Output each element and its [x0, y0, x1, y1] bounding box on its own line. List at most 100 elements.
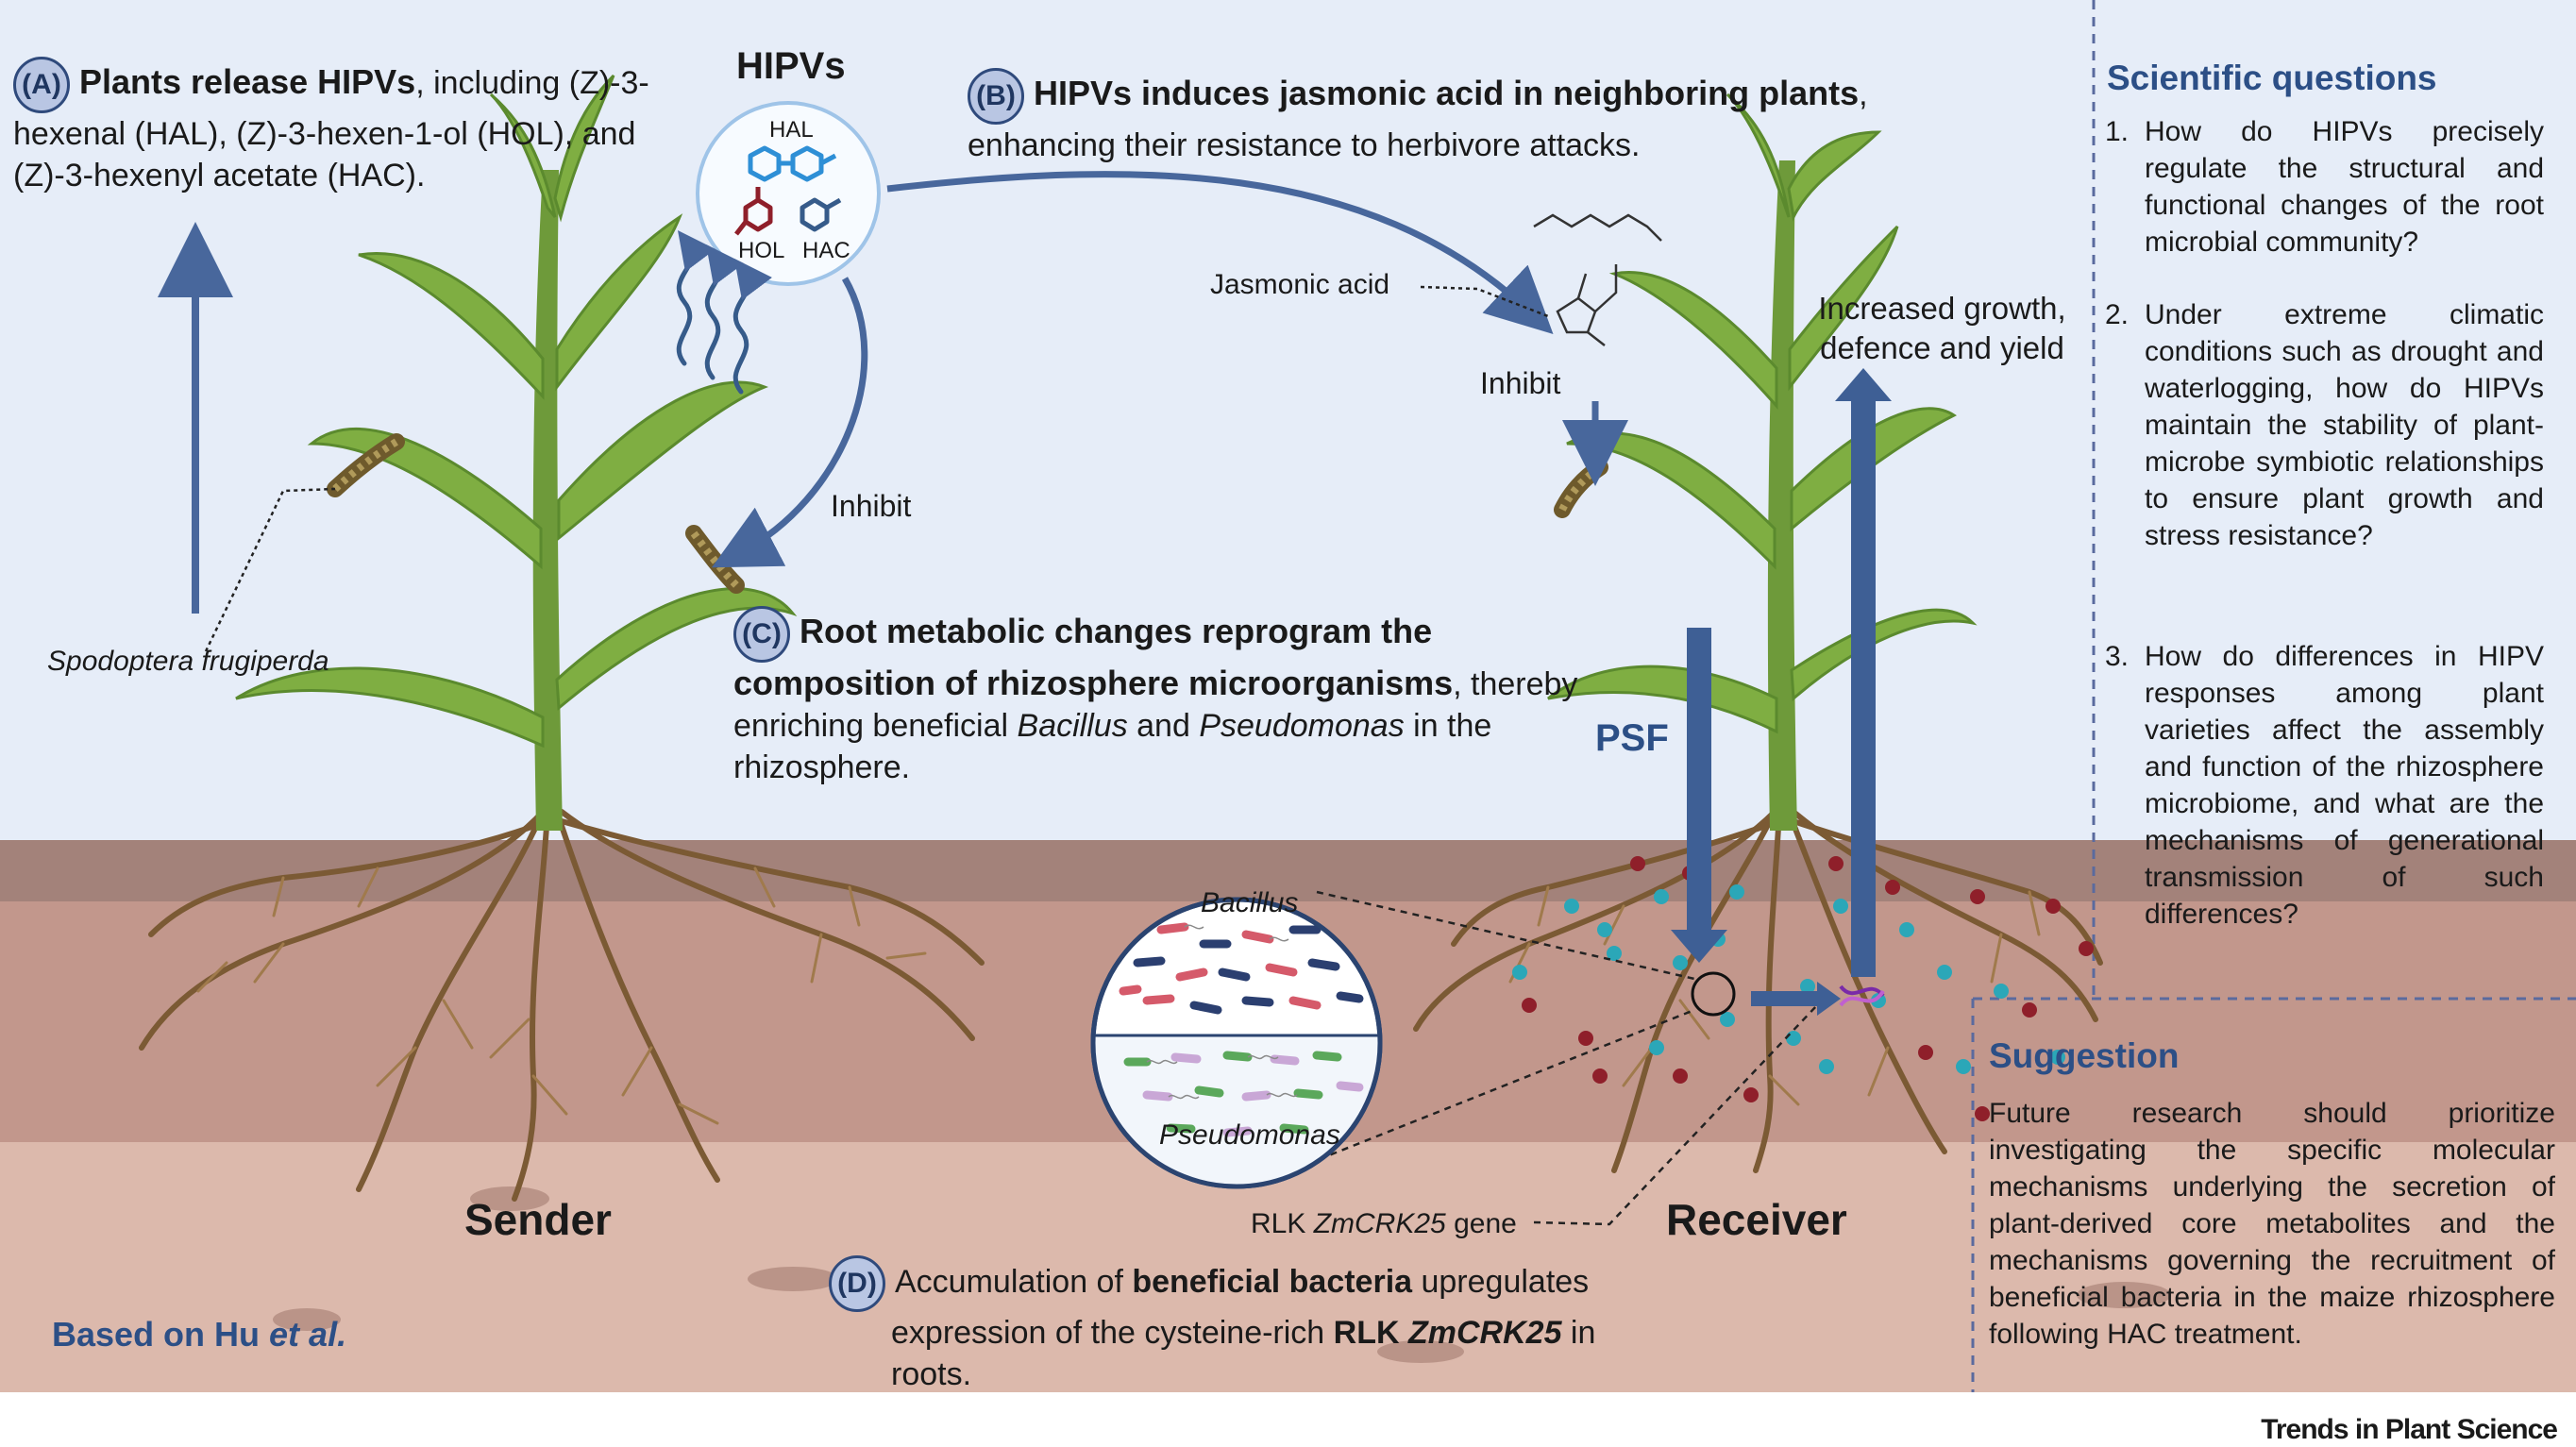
question-item: 2. Under extreme climatic conditions suc…: [2105, 296, 2544, 638]
psf-up-arrow-head: [1835, 368, 1892, 401]
panel-b-title: HIPVs induces jasmonic acid in neighbori…: [1034, 73, 1860, 112]
inhibit-arc-arrow: [712, 277, 868, 568]
panel-b-text: , enhancing their resistance to herbivor…: [968, 76, 1868, 163]
magnify-leader-top: [1316, 890, 1695, 981]
panel-c-genus-2: Pseudomonas: [1199, 708, 1405, 744]
soil-top-band: [0, 840, 2576, 906]
pseudomonas-cells: [1123, 1051, 1364, 1137]
spodoptera-leader: [204, 487, 336, 652]
panel-c-text-1: , thereby enriching beneficial: [733, 666, 1578, 744]
root-focus-circle: [1691, 971, 1736, 1017]
sender-leaf: [553, 74, 615, 223]
hol-label: HOL: [738, 238, 785, 263]
badge-b: (B): [968, 68, 1024, 125]
receiver-leaf: [1788, 225, 1899, 392]
based-on: Based on Hu et al.: [52, 1315, 346, 1354]
jasmonic-leader: [1420, 285, 1549, 318]
panel-a-text: , including (Z)-3-hexenal (HAL), (Z)-3-h…: [13, 64, 649, 193]
panel-c-title: Root metabolic changes reprogram the com…: [733, 611, 1454, 702]
based-on-etal: et al.: [269, 1315, 347, 1354]
bacillus-cells: [1119, 922, 1364, 1015]
sender-plant: [235, 74, 798, 831]
psf-up-arrow-shaft: [1851, 401, 1876, 977]
dna-icon: [1839, 984, 1885, 1007]
increased-growth-label: Increased growth, defence and yield: [1818, 291, 2066, 365]
panel-d-text-3: in roots.: [891, 1315, 1596, 1392]
rlk-gene-label: RLK ZmCRK25 gene: [1251, 1208, 1517, 1240]
hipvs-bubble: [696, 101, 881, 286]
psf-down-arrow-shaft: [1687, 628, 1711, 930]
based-on-prefix: Based on Hu: [52, 1315, 270, 1354]
journal-name: Trends in Plant Science: [2261, 1414, 2558, 1445]
question-number: 2.: [2105, 299, 2130, 330]
question-item: 3. How do differences in HIPV responses …: [2105, 638, 2544, 951]
receiver-stalk: [1767, 160, 1797, 831]
receiver-label: Receiver: [1666, 1195, 1847, 1244]
sender-stalk: [532, 170, 563, 831]
suggestion-text: Future research should prioritize invest…: [1989, 1098, 2555, 1350]
receiver-leaf: [1726, 93, 1791, 218]
psf-label: PSF: [1595, 717, 1669, 759]
caterpillar-1-graphic: [327, 433, 405, 497]
hipvs-title: HIPVs: [736, 45, 846, 87]
receiver-roots: [1413, 809, 2103, 1173]
question-text: Under extreme climatic conditions such a…: [2145, 299, 2544, 551]
hac-label: HAC: [802, 238, 850, 263]
inhibit-right-label: Inhibit: [1480, 366, 1561, 400]
hal-label: HAL: [769, 117, 814, 143]
soil-bottom-band: [0, 1142, 2576, 1392]
receiver-root-hairs: [1508, 885, 2041, 1106]
hipvs-to-receiver-arrow: [886, 171, 1554, 334]
panel-d-bold-1: beneficial bacteria: [1132, 1263, 1413, 1300]
sender-leaf: [358, 252, 545, 400]
question-number: 1.: [2105, 116, 2130, 147]
question-text: How do differences in HIPV responses amo…: [2145, 641, 2544, 930]
molecule-hol-icon: [734, 187, 773, 236]
psf-down-arrow-head: [1671, 930, 1727, 963]
badge-c: (C): [733, 606, 790, 663]
sender-label: Sender: [464, 1195, 612, 1244]
suggestion-heading: Suggestion: [1989, 1036, 2180, 1075]
panel-c: (C)Root metabolic changes reprogram the …: [733, 606, 1583, 788]
sender-roots: [139, 809, 985, 1202]
sender-leaf: [555, 587, 798, 712]
sender-root-hairs: [196, 867, 927, 1125]
panel-a: (A)Plants release HIPVs, including (Z)-3…: [13, 57, 655, 196]
psf-horizontal-arrow: [1751, 991, 1817, 1006]
panel-c-text-3: in the rhizosphere.: [733, 708, 1492, 785]
molecule-hac-icon: [800, 197, 842, 232]
question-text: How do HIPVs precisely regulate the stru…: [2145, 116, 2544, 258]
question-number: 3.: [2105, 641, 2130, 672]
badge-d: (D): [829, 1255, 885, 1312]
rlk-suffix: gene: [1445, 1208, 1517, 1239]
bacillus-label: Bacillus: [1201, 887, 1299, 918]
jasmonic-acid-structure: [1533, 213, 1662, 346]
page-bottom: [0, 1392, 2576, 1447]
panel-d-text-2: upregulates expression of the cysteine-r…: [891, 1263, 1590, 1351]
jasmonic-acid-label: Jasmonic acid: [1210, 269, 1390, 300]
panel-a-title: Plants release HIPVs: [79, 61, 416, 101]
sender-leaf: [307, 428, 543, 570]
sky: [0, 0, 2576, 850]
rlk-leader: [1533, 1004, 1818, 1226]
panel-d-bold-2: RLK: [1333, 1315, 1408, 1351]
sender-leaf: [489, 93, 557, 218]
receiver-leaf: [1787, 130, 1882, 222]
molecule-hal-icon: [748, 145, 837, 182]
badge-a: (A): [13, 57, 70, 113]
rhizosphere-bacteria-red: [1522, 856, 2094, 1121]
receiver-leaf: [1608, 271, 1778, 410]
pebbles: [273, 1186, 2171, 1363]
panel-c-genus-1: Bacillus: [1017, 708, 1128, 744]
panel-c-text-2: and: [1127, 708, 1200, 744]
flagella: [1146, 924, 1298, 1100]
scientific-questions-list: 1. How do HIPVs precisely regulate the s…: [2105, 113, 2544, 951]
panel-d-text-1: Accumulation of: [895, 1263, 1133, 1300]
pseudomonas-label: Pseudomonas: [1159, 1119, 1340, 1151]
volatile-waves: [676, 229, 772, 395]
panel-d-bold-italic: ZmCRK25: [1408, 1315, 1562, 1351]
inhibit-left-label: Inhibit: [831, 489, 912, 523]
rlk-gene: ZmCRK25: [1313, 1208, 1446, 1239]
question-item: 1. How do HIPVs precisely regulate the s…: [2105, 113, 2544, 261]
